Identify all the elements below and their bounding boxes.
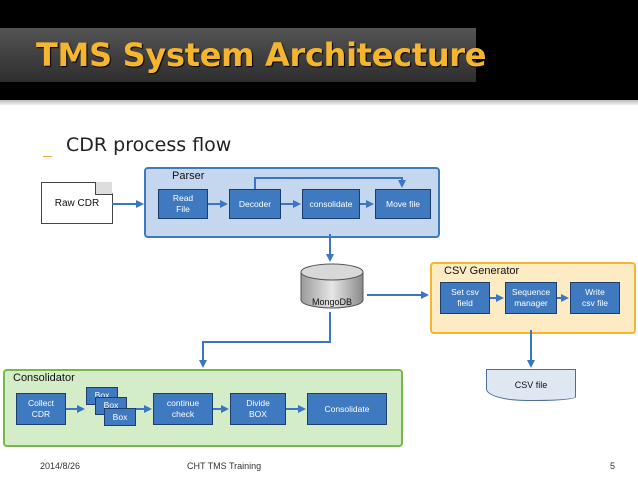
parser-consolidate-node: consolidate (302, 189, 360, 219)
footer-date: 2014/8/26 (40, 461, 81, 471)
mongodb-cylinder-icon (300, 263, 364, 309)
raw-cdr-page-fold (95, 182, 112, 195)
mongodb-label: MongoDB (311, 297, 353, 307)
write-csv-file-node: Write csv file (570, 282, 620, 314)
box-node-3: Box (104, 408, 136, 426)
consolidator-title: Consolidator (13, 372, 75, 384)
slide-title: TMS System Architecture (36, 36, 487, 74)
read-file-node: Read File (158, 189, 208, 219)
move-file-node: Move file (375, 189, 431, 219)
arrow-mongodb-to-consolidator (199, 312, 331, 368)
consolidate-node: Consolidate (307, 393, 387, 425)
header-divider (0, 100, 638, 105)
collect-cdr-node: Collect CDR (16, 393, 66, 425)
footer-center: CHT TMS Training (187, 461, 262, 471)
decoder-node: Decoder (229, 189, 281, 219)
sequence-manager-node: Sequence manager (505, 282, 557, 314)
raw-cdr-label: Raw CDR (54, 198, 100, 209)
bullet-text: CDR process flow (66, 134, 232, 156)
csv-file-document: CSV file (486, 369, 576, 401)
parser-title: Parser (172, 170, 205, 182)
continue-check-node: continue check (153, 393, 213, 425)
footer-page-number: 5 (610, 461, 616, 471)
csv-generator-title: CSV Generator (444, 265, 520, 277)
set-csv-field-node: Set csv field (440, 282, 490, 314)
bullet-marker (43, 146, 52, 157)
title-bar (0, 28, 476, 82)
arrow-decoder-bypass-to-move (254, 177, 406, 189)
divide-box-node: Divide BOX (230, 393, 286, 425)
